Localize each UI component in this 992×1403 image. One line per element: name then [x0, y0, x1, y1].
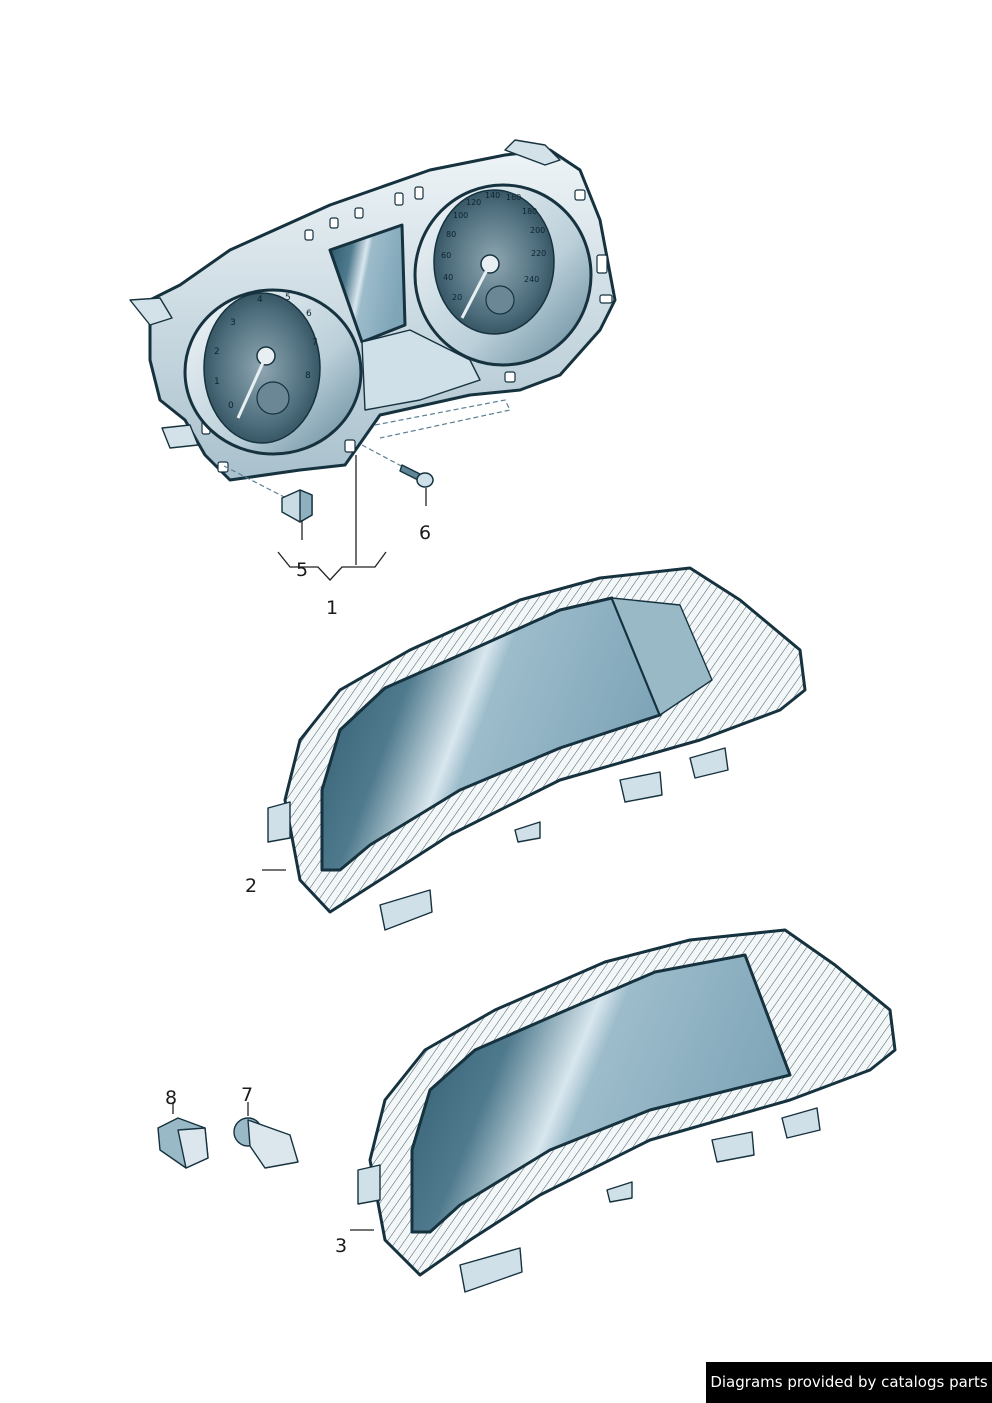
right-numeral: 200	[530, 226, 545, 235]
display2-right-panel	[611, 597, 713, 716]
center-display-trim	[361, 329, 481, 411]
callout-5: 5	[296, 559, 308, 581]
cluster-tab-top-right	[504, 139, 561, 166]
bulb-holder-part-8	[157, 1117, 209, 1169]
callout-labels: 1 2 3 5 6 7 8	[165, 522, 431, 1257]
display3-glass	[410, 953, 792, 1234]
left-numeral: 7	[312, 338, 318, 348]
center-display	[328, 223, 407, 344]
callout-3: 3	[335, 1235, 347, 1257]
dash-line-screw	[361, 444, 406, 469]
right-numeral: 100	[453, 211, 468, 220]
left-gauge-numerals: 0 1 2 3 4 5 6 7 8	[214, 293, 318, 411]
right-numeral: 140	[485, 191, 500, 200]
right-numeral: 160	[506, 193, 521, 202]
clip-part-5	[281, 489, 313, 523]
left-numeral: 8	[305, 371, 311, 381]
right-numeral: 240	[524, 275, 539, 284]
credit-banner: Diagrams provided by catalogs parts	[706, 1362, 992, 1403]
left-numeral: 3	[230, 318, 236, 328]
display-glass-part-3	[357, 928, 897, 1293]
left-gauge-needle	[236, 355, 268, 419]
callout-7: 7	[241, 1084, 253, 1106]
display2-tabs	[267, 747, 729, 931]
right-numeral: 40	[443, 273, 453, 282]
screw-part-6	[399, 464, 434, 488]
bulb-holder-part-7	[233, 1117, 299, 1169]
right-numeral: 220	[531, 249, 546, 258]
left-numeral: 1	[214, 377, 220, 387]
right-gauge-needle	[460, 263, 492, 319]
callout-2: 2	[245, 875, 257, 897]
cluster-slots	[201, 186, 613, 473]
left-numeral: 6	[306, 309, 312, 319]
cluster-tab-bottom-left	[161, 424, 199, 449]
left-numeral: 0	[228, 401, 234, 411]
display-glass-part-2	[267, 566, 807, 931]
right-numeral: 80	[446, 230, 456, 239]
callout-8: 8	[165, 1087, 177, 1109]
callout-6: 6	[419, 522, 431, 544]
leader-lines	[172, 455, 427, 1231]
dash-line-display	[374, 399, 511, 439]
left-numeral: 5	[285, 293, 291, 303]
cluster-tab-left	[129, 297, 173, 326]
dash-line-clip	[223, 465, 291, 501]
left-numeral: 2	[214, 347, 220, 357]
right-numeral: 60	[441, 251, 451, 260]
display3-tabs	[357, 1107, 821, 1293]
instrument-cluster-part-1: 0 1 2 3 4 5 6 7 8 20 40 60 80 100 120 14…	[129, 139, 617, 501]
right-sub-gauge	[485, 285, 515, 315]
right-numeral: 120	[466, 198, 481, 207]
right-gauge-numerals: 20 40 60 80 100 120 140 160 180 200 220 …	[441, 191, 546, 302]
right-numeral: 180	[522, 207, 537, 216]
callout-1: 1	[326, 597, 338, 619]
right-numeral: 20	[452, 293, 462, 302]
left-sub-gauge	[256, 381, 290, 415]
left-numeral: 4	[257, 295, 263, 305]
